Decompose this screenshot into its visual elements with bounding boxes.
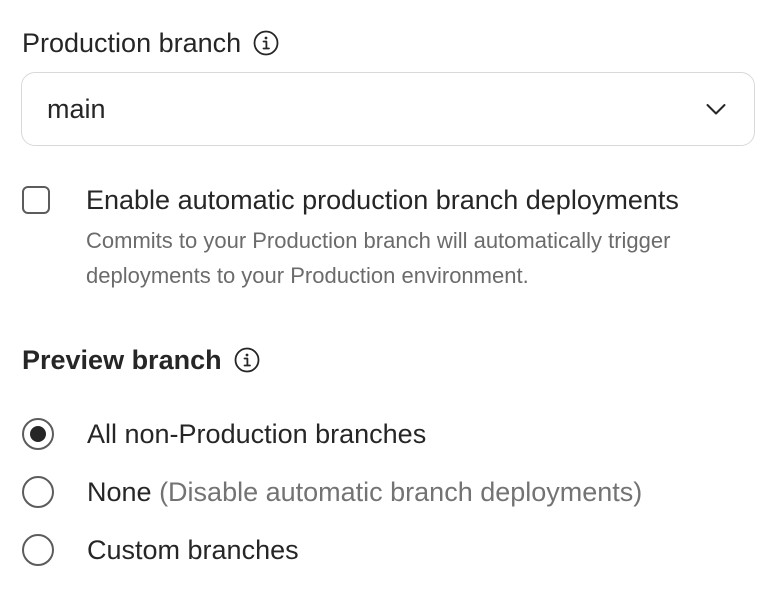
- preview-option-custom[interactable]: Custom branches: [22, 533, 299, 567]
- preview-radio-all[interactable]: [22, 418, 54, 450]
- production-branch-value: main: [47, 93, 106, 124]
- preview-option-hint: (Disable automatic branch deployments): [159, 477, 643, 507]
- preview-branch-heading: Preview branch: [22, 343, 260, 377]
- production-branch-title: Production branch: [22, 28, 242, 58]
- preview-radio-none[interactable]: [22, 476, 54, 508]
- chevron-down-icon: [704, 97, 728, 121]
- info-icon[interactable]: [234, 347, 260, 373]
- auto-deploy-description: Commits to your Production branch will a…: [86, 228, 671, 288]
- info-icon[interactable]: [253, 30, 279, 56]
- preview-option-label: None: [87, 477, 152, 507]
- production-branch-heading: Production branch: [22, 26, 279, 60]
- preview-radio-custom[interactable]: [22, 534, 54, 566]
- auto-deploy-checkbox[interactable]: [22, 186, 50, 214]
- preview-option-label[interactable]: Custom branches: [87, 535, 299, 565]
- preview-option-label[interactable]: All non-Production branches: [87, 419, 427, 449]
- preview-option-all[interactable]: All non-Production branches: [22, 417, 426, 451]
- radio-selected-dot: [30, 426, 46, 442]
- preview-option-label-wrap[interactable]: None (Disable automatic branch deploymen…: [87, 475, 642, 509]
- preview-branch-title: Preview branch: [22, 345, 222, 375]
- preview-option-none[interactable]: None (Disable automatic branch deploymen…: [22, 475, 642, 509]
- production-branch-select[interactable]: main: [21, 72, 755, 146]
- auto-deploy-label[interactable]: Enable automatic production branch deplo…: [86, 185, 679, 215]
